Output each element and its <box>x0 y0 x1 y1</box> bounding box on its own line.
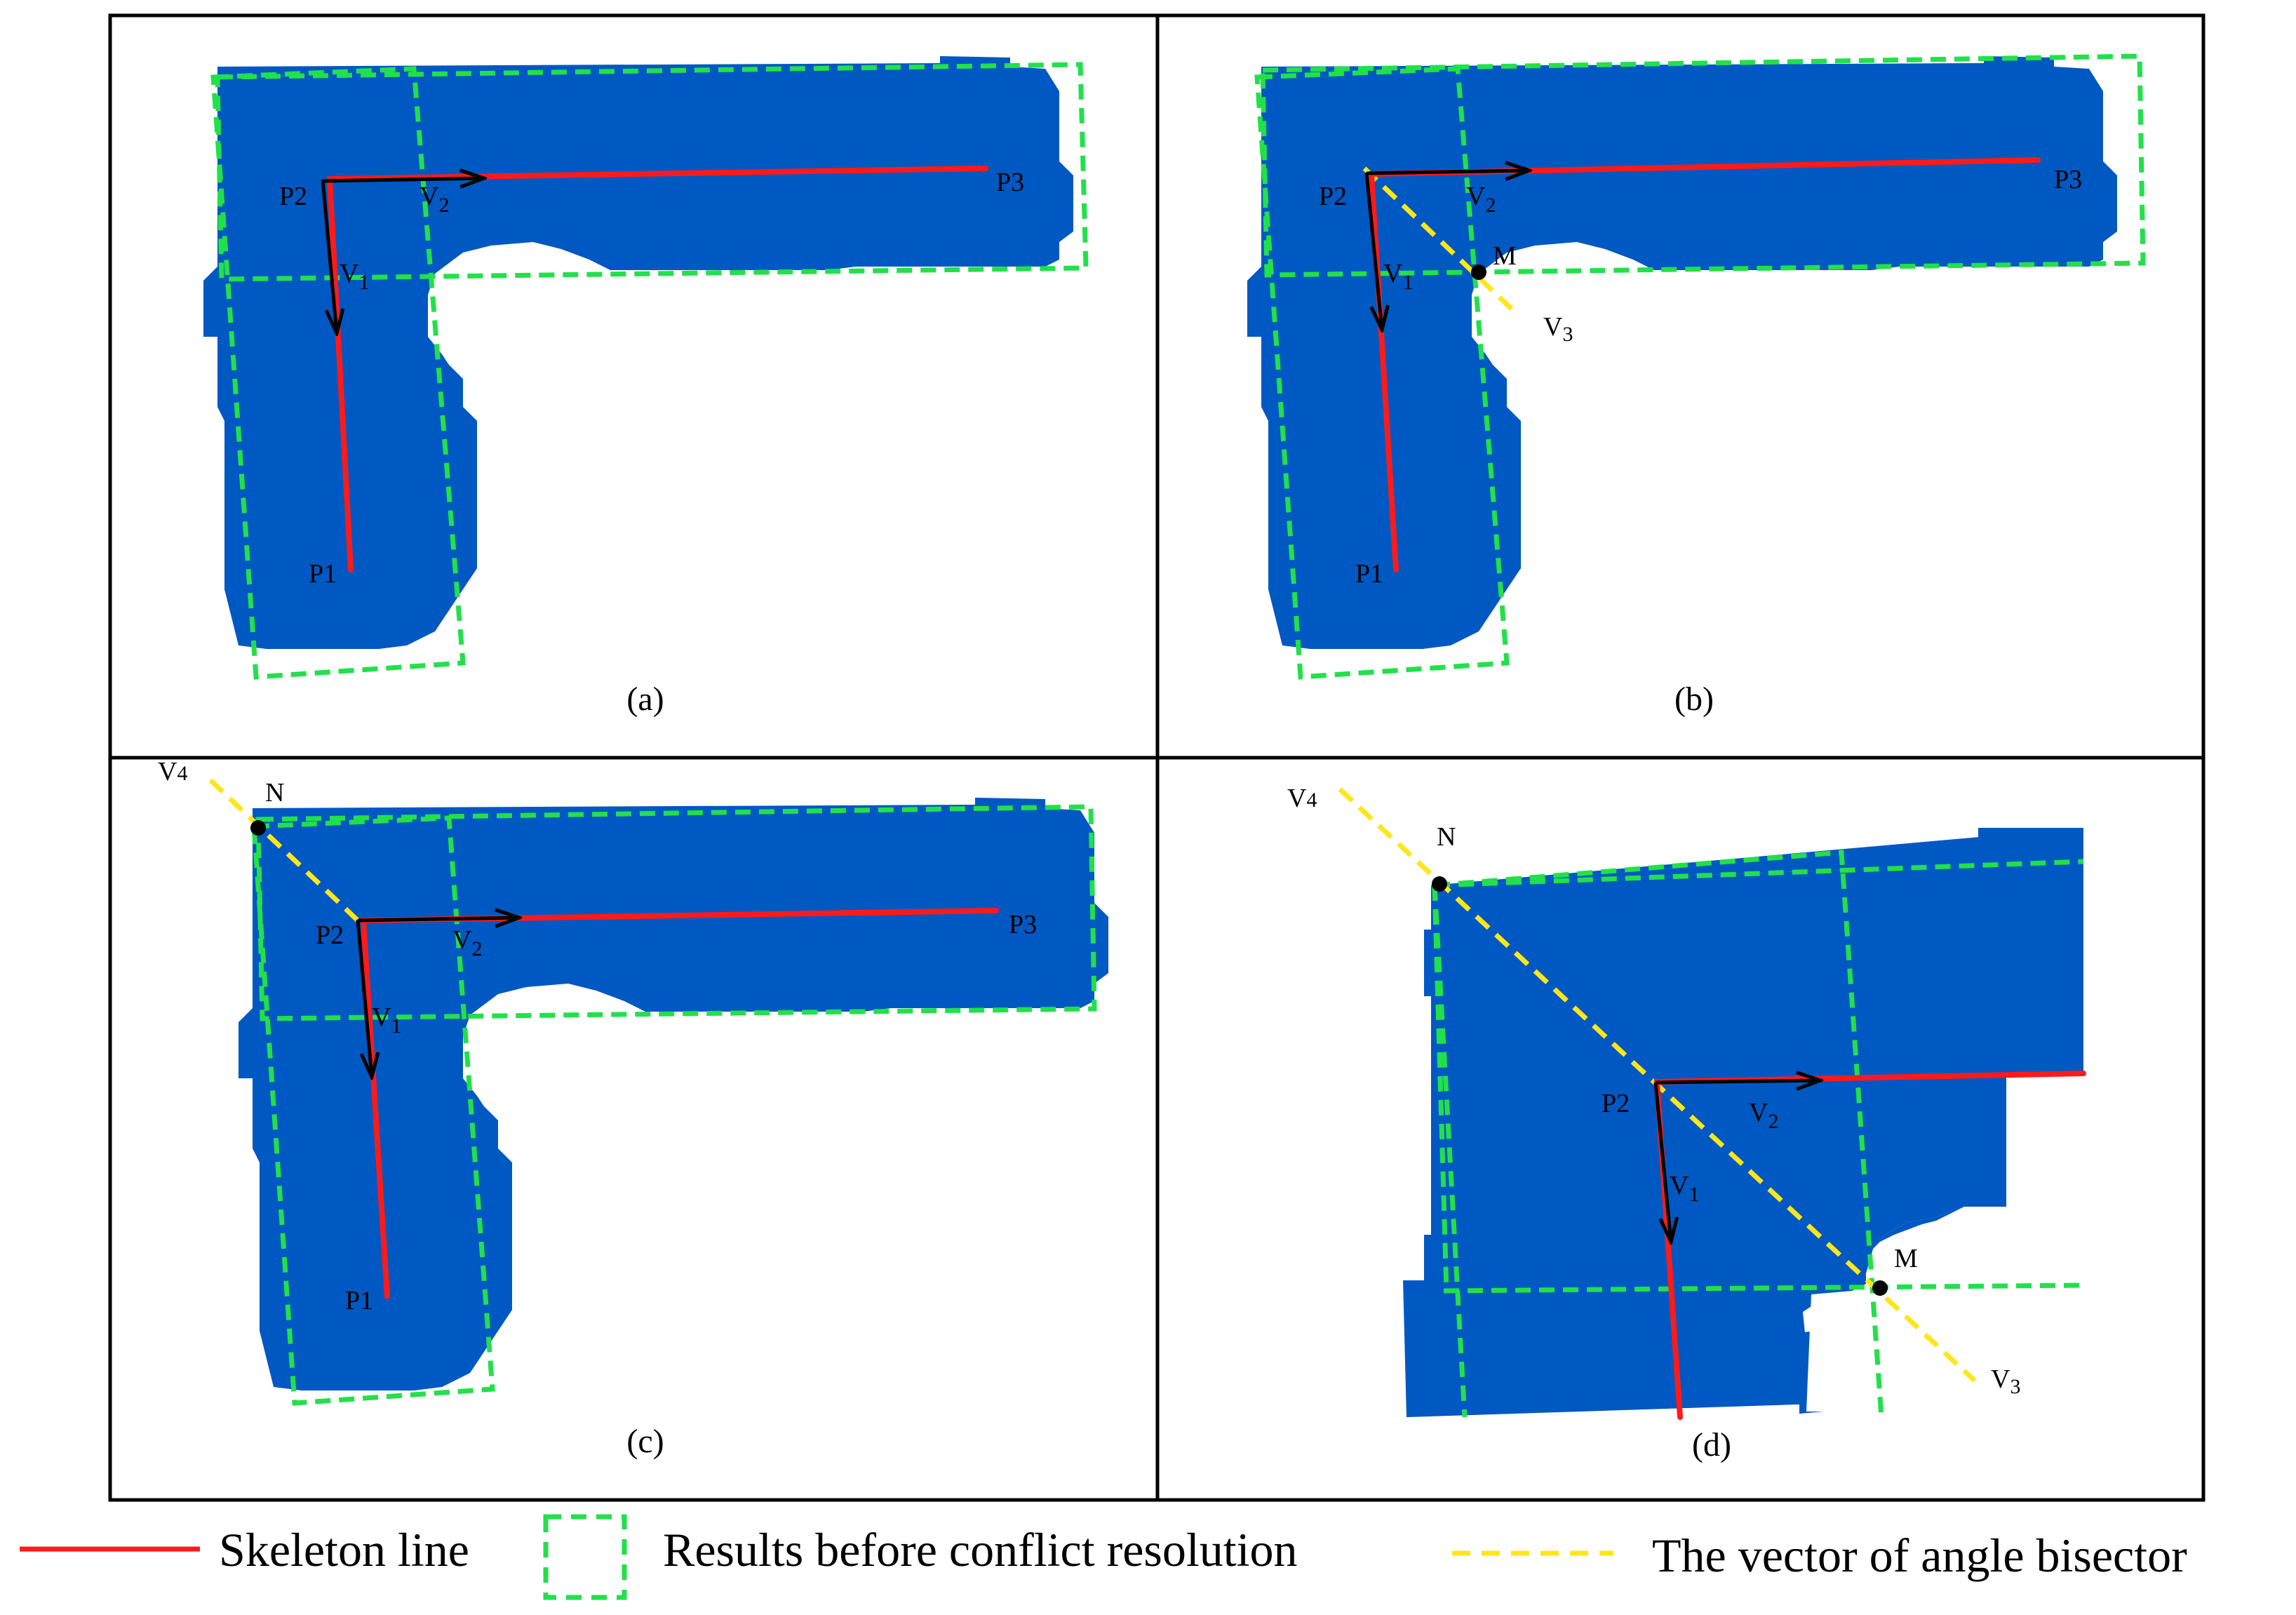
label-n: N <box>1437 822 1456 852</box>
vector-v1-arrow <box>1364 172 1382 330</box>
label-v2-sub: 2 <box>438 194 449 217</box>
label-v3-sub: 3 <box>1562 323 1573 346</box>
vector-v2-arrow <box>357 918 519 920</box>
building-shape <box>1403 828 2083 1417</box>
vector-v1-arrow <box>321 179 337 333</box>
result-box <box>251 815 495 1406</box>
legend-before-swatch <box>543 1514 627 1600</box>
label-m: M <box>1493 241 1517 271</box>
label-v2-sub: 2 <box>1768 1110 1778 1133</box>
label-p3: P3 <box>2054 165 2082 194</box>
label-v3: V3 <box>1543 312 1573 346</box>
label-v2-sub: 2 <box>1485 194 1496 217</box>
label-v1: V1 <box>372 1003 401 1038</box>
label-m: M <box>1894 1244 1918 1273</box>
label-v2: V2 <box>452 925 482 960</box>
label-p2: P2 <box>1319 182 1347 211</box>
label-v2: V2 <box>1749 1098 1778 1133</box>
label-v3-main: V <box>1991 1365 2010 1394</box>
label-v1-sub: 1 <box>358 271 369 294</box>
result-box <box>1443 1282 2084 1294</box>
skeleton-line <box>326 166 988 572</box>
legend: Skeleton line Results before conflict re… <box>20 1514 2187 1600</box>
result-box <box>1432 885 1468 1418</box>
label-p1: P1 <box>309 559 337 589</box>
vector-v1-arrow <box>356 919 372 1077</box>
vector-v2-arrow <box>322 178 484 181</box>
caption-c: (c) <box>626 1423 664 1460</box>
label-v2: V2 <box>419 182 449 217</box>
panel-d: N M V4 V3 P2 V2 V1 (d) <box>1287 784 2086 1463</box>
label-v1-main: V <box>1670 1171 1689 1200</box>
label-v4: V4 <box>1287 784 1317 813</box>
point-n <box>1432 876 1447 892</box>
label-p2: P2 <box>1602 1089 1630 1118</box>
result-box <box>1432 885 1449 1292</box>
legend-bisector-label: The vector of angle bisector <box>1652 1529 2187 1582</box>
result-box <box>1434 850 1884 1418</box>
label-v1-main: V <box>1383 259 1403 288</box>
result-box <box>1260 53 2146 278</box>
label-v1-main: V <box>340 259 359 288</box>
label-v3-sub: 3 <box>2010 1375 2020 1398</box>
label-v1-main: V <box>372 1003 391 1032</box>
label-v4-sub: 4 <box>1306 789 1317 812</box>
label-v2-main: V <box>1466 182 1486 211</box>
panel-a: P2 P3 P1 V2 V1 (a) <box>203 56 1089 718</box>
label-v1-sub: 1 <box>1689 1183 1699 1206</box>
label-v3-main: V <box>1543 312 1563 342</box>
label-v4-sub: 4 <box>177 762 187 785</box>
point-n <box>250 820 266 836</box>
caption-d: (d) <box>1692 1426 1731 1463</box>
label-p2: P2 <box>316 920 344 950</box>
angle-bisector <box>1362 166 1521 318</box>
label-v2-sub: 2 <box>471 937 482 960</box>
point-m <box>1872 1280 1888 1296</box>
label-v1-sub: 1 <box>391 1014 401 1038</box>
label-v2: V2 <box>1466 182 1496 217</box>
point-m <box>1471 264 1486 280</box>
label-p2: P2 <box>279 182 307 211</box>
label-p3: P3 <box>996 168 1024 197</box>
label-v1: V1 <box>1670 1171 1699 1206</box>
label-n: N <box>265 778 284 808</box>
result-box <box>215 62 1089 282</box>
label-p3: P3 <box>1009 910 1037 939</box>
result-box <box>210 66 466 680</box>
building-gap <box>1806 1291 1880 1412</box>
caption-b: (b) <box>1674 681 1714 718</box>
label-p1: P1 <box>345 1286 373 1315</box>
label-v3: V3 <box>1991 1365 2020 1398</box>
legend-skeleton-label: Skeleton line <box>219 1523 469 1576</box>
label-v1: V1 <box>1383 259 1413 294</box>
panel-b: M P2 P3 P1 V2 V1 V3 (b) <box>1247 53 2146 718</box>
vector-v1-arrow <box>1653 1082 1671 1242</box>
label-v2-main: V <box>452 925 472 955</box>
panel-c: N V4 P2 P3 P1 V2 V1 (c) <box>158 757 1108 1460</box>
vector-v2-arrow <box>1366 170 1529 173</box>
label-v1-sub: 1 <box>1402 271 1413 294</box>
label-v2-main: V <box>419 182 439 211</box>
result-box <box>1254 66 1510 680</box>
vector-v2-arrow <box>1655 1080 1820 1083</box>
angle-bisector <box>208 778 360 923</box>
label-v2-main: V <box>1749 1098 1768 1127</box>
label-p1: P1 <box>1355 559 1383 589</box>
label-v4-main: V <box>1287 784 1307 813</box>
label-v1: V1 <box>340 259 369 294</box>
caption-a: (a) <box>626 681 664 718</box>
legend-before-label: Results before conflict resolution <box>663 1523 1298 1576</box>
result-box <box>1434 859 2084 888</box>
label-v4: V4 <box>158 757 187 786</box>
label-v4-main: V <box>158 757 177 786</box>
